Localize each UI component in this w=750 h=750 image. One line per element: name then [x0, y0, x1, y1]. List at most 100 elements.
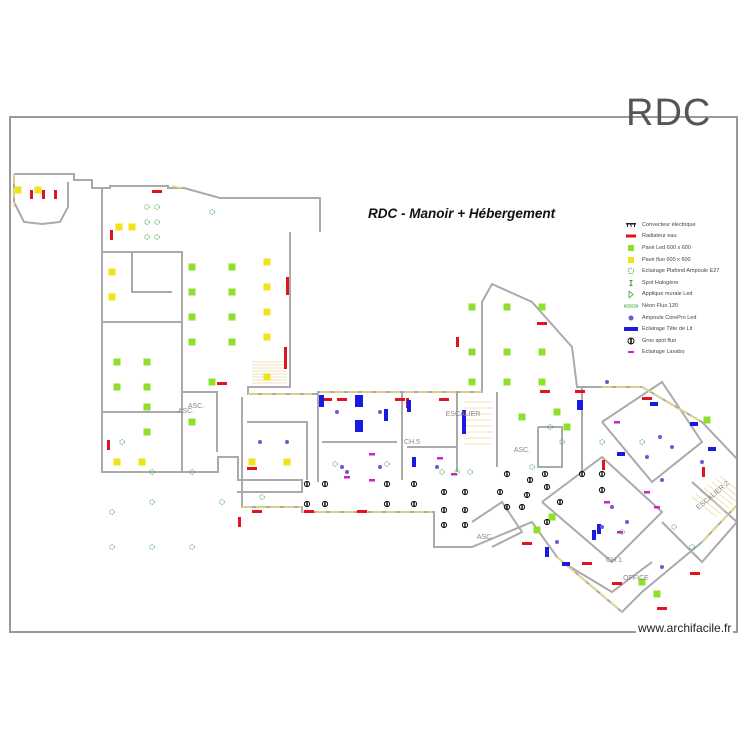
neon-tube-icon [624, 302, 638, 310]
legend-label: Convecteur électrique [642, 221, 696, 228]
ceiling-bulb [149, 469, 155, 475]
led-panel [188, 338, 196, 346]
fluo-panel [113, 458, 121, 466]
corepro-bulb [660, 478, 664, 482]
room-label: ASC. [178, 408, 194, 415]
legend-label: Eclairage Lavabo [642, 349, 685, 356]
window [701, 505, 736, 543]
ceiling-bulb-icon [624, 267, 638, 275]
big-spot [386, 501, 388, 507]
big-spot [529, 477, 531, 483]
ceiling-bulb [154, 204, 160, 210]
wall [14, 173, 321, 232]
fluo-panel [248, 458, 256, 466]
led-panel [503, 378, 511, 386]
led-panel [548, 513, 556, 521]
led-panel [468, 378, 476, 386]
washbasin-light-icon [624, 348, 638, 356]
fluo-panel-icon [624, 256, 638, 264]
wall [661, 481, 736, 564]
corepro-bulb [378, 410, 382, 414]
led-panel [143, 428, 151, 436]
led-panel [518, 413, 526, 421]
corepro-bulb [340, 465, 344, 469]
radiator [575, 390, 585, 393]
wall [247, 232, 642, 395]
radiator [582, 562, 592, 565]
radiator [42, 190, 45, 199]
wall [241, 397, 736, 614]
big-spot [306, 481, 308, 487]
led-panel [228, 313, 236, 321]
bedhead-light [407, 400, 411, 412]
wall [601, 380, 704, 484]
room-label: ASC. [477, 534, 493, 541]
big-spot-icon [624, 337, 638, 345]
corepro-bulb [645, 455, 649, 459]
wall [471, 500, 524, 548]
legend-item: Néon Fluo 120 [624, 300, 734, 312]
radiator [54, 190, 57, 199]
radiator [642, 397, 652, 400]
level-label: RDC [626, 92, 712, 134]
radiator [304, 510, 314, 513]
legend-item: Pavé fluo 600 x 600 [624, 254, 734, 266]
legend-item: Spot Halogène [624, 277, 734, 289]
bedhead-light [462, 410, 466, 422]
washbasin-light [654, 506, 660, 509]
led-panel [143, 403, 151, 411]
stair-step [715, 478, 736, 496]
wall [13, 174, 69, 226]
corepro-bulb [435, 465, 439, 469]
window [641, 386, 703, 423]
led-panel [533, 526, 541, 534]
radiator [537, 322, 547, 325]
big-spot [464, 507, 466, 513]
room-label: ASC. [514, 447, 530, 454]
fluo-panel [128, 223, 136, 231]
bedhead-light [617, 452, 625, 456]
bedhead-light [355, 395, 359, 407]
fluo-panel [263, 283, 271, 291]
ceiling-bulb [144, 204, 150, 210]
big-spot [506, 504, 508, 510]
radiator [337, 398, 347, 401]
big-spot [526, 492, 528, 498]
big-spot [581, 471, 583, 477]
led-panel [143, 383, 151, 391]
floor-plan: ASC.ASC.CH.5ESCALIERASC.ASC.CH.1OFFICEES… [13, 173, 736, 614]
ceiling-bulb [209, 209, 215, 215]
corepro-bulb-icon [624, 314, 638, 322]
washbasin-light [369, 479, 375, 482]
room-label: ESCALIER [446, 411, 481, 418]
legend-label: Néon Fluo 120 [642, 302, 679, 309]
led-panel [503, 348, 511, 356]
big-spot [546, 484, 548, 490]
radiator [238, 517, 241, 527]
led-panel [563, 423, 571, 431]
corepro-bulb [605, 380, 609, 384]
corepro-bulb [610, 505, 614, 509]
legend-item: Eclairage Plafond Ampoule E27 [624, 265, 734, 277]
corepro-bulb [600, 525, 604, 529]
washbasin-light [604, 501, 610, 504]
bedhead-light [650, 402, 658, 406]
led-panel-icon [624, 244, 638, 252]
big-spot [559, 499, 561, 505]
ceiling-bulb [454, 469, 460, 475]
radiator [30, 190, 33, 199]
corepro-bulb [670, 445, 674, 449]
corepro-bulb [658, 435, 662, 439]
fluo-panel [115, 223, 123, 231]
bedhead-light-icon [624, 325, 638, 333]
room-label: CH.1 [606, 557, 622, 564]
led-panel [188, 263, 196, 271]
stair-step [691, 496, 718, 518]
radiator-icon [624, 232, 638, 240]
radiator [322, 398, 332, 401]
corepro-bulb [258, 440, 262, 444]
corepro-bulb [285, 440, 289, 444]
legend-item: Ampoule CorePro Led [624, 312, 734, 324]
ceiling-bulb [144, 219, 150, 225]
legend-item: Pavé Led 600 x 600 [624, 242, 734, 254]
